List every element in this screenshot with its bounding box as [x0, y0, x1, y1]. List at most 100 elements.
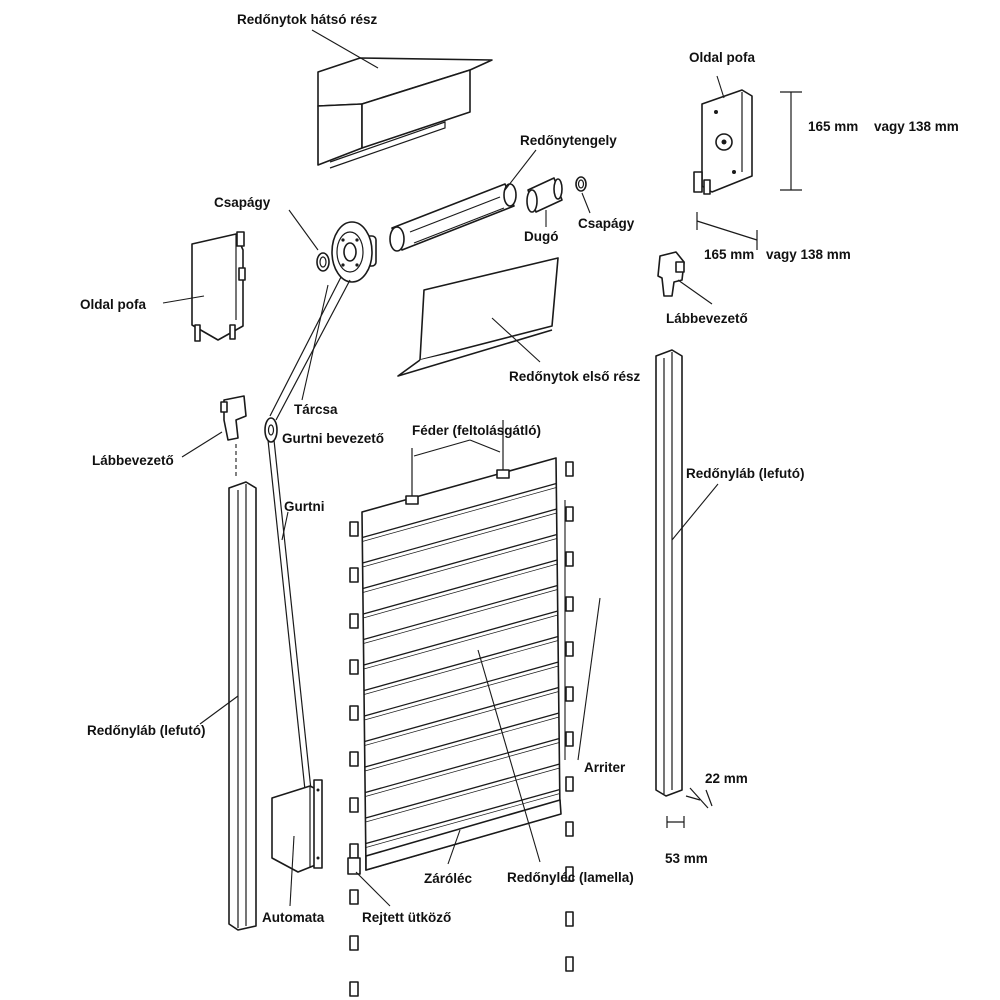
label-right-cap: Oldal pofa	[689, 50, 755, 65]
slat-line	[364, 716, 560, 772]
slat-line	[362, 482, 557, 539]
end-clip	[565, 596, 574, 612]
slat-line	[363, 614, 558, 670]
slat-line	[362, 538, 557, 593]
label-right-bearing: Csapágy	[578, 216, 635, 231]
slat-line	[365, 793, 560, 848]
slat-lines	[362, 482, 561, 848]
end-clip	[349, 521, 359, 537]
dim-height-b: vagy 138 mm	[874, 119, 959, 134]
slat-line	[363, 589, 558, 644]
leader-left-foot-guide	[181, 431, 223, 458]
left-side-cap	[191, 231, 246, 342]
slat-curtain	[347, 420, 574, 997]
end-clip	[349, 613, 359, 629]
slat-line	[365, 763, 560, 819]
right-side-cap	[693, 89, 753, 195]
leader-zarolec	[447, 829, 461, 865]
rail-depth-dimension	[666, 816, 685, 828]
slat-line	[365, 788, 561, 845]
right-rail	[655, 349, 683, 797]
label-strap-guide: Gurtni bevezető	[282, 431, 384, 446]
end-clip	[565, 911, 574, 927]
label-left-rail: Redőnyláb (lefutó)	[87, 723, 206, 738]
slat-line	[363, 584, 558, 641]
leader-front-box	[491, 317, 541, 363]
dim-rail-depth: 53 mm	[665, 851, 708, 866]
label-strap: Gurtni	[284, 499, 325, 514]
anti-lift-springs	[405, 420, 510, 505]
leader-right-cap	[716, 75, 725, 99]
slat-line	[363, 610, 558, 666]
slat-line	[364, 661, 559, 717]
rear-box-part	[317, 57, 493, 169]
clip-row-right	[565, 461, 574, 972]
leader-arriter-2	[577, 597, 601, 761]
end-clip	[349, 705, 359, 721]
label-right-rail: Redőnyláb (lefutó)	[686, 466, 805, 481]
end-clip	[565, 686, 574, 702]
label-hidden-stop: Rejtett ütköző	[362, 910, 451, 925]
height-dimension	[780, 91, 802, 191]
end-clip	[349, 751, 359, 767]
slat-line	[362, 512, 557, 568]
slat-line	[365, 767, 560, 823]
pulley-disc	[331, 221, 377, 283]
shaft-plug	[526, 177, 563, 213]
strap-guide	[264, 417, 278, 443]
leader-right-rail	[671, 483, 719, 541]
leader-left-cap	[162, 295, 205, 304]
leader-right-bearing	[581, 192, 591, 214]
end-clip	[565, 776, 574, 792]
leader-left-bearing	[288, 209, 319, 251]
leader-left-rail	[199, 695, 239, 725]
label-automata: Automata	[262, 910, 325, 925]
end-clip	[349, 889, 359, 905]
slat-line	[364, 691, 559, 746]
end-clip	[349, 981, 359, 997]
leader-right-foot-guide	[677, 279, 713, 305]
dim-depth-a: 165 mm	[704, 247, 754, 262]
end-clip	[349, 567, 359, 583]
label-lamella: Redőnyléc (lamella)	[507, 870, 634, 885]
end-clip	[349, 659, 359, 675]
slat-line	[364, 686, 559, 743]
dim-height-a: 165 mm	[808, 119, 858, 134]
left-rail	[228, 481, 257, 931]
end-clip	[565, 731, 574, 747]
slat-line	[365, 737, 560, 794]
slat-line	[363, 559, 558, 615]
label-right-foot-guide: Lábbevezető	[666, 311, 748, 326]
label-left-cap: Oldal pofa	[80, 297, 146, 312]
end-clip	[565, 821, 574, 837]
slat-line	[362, 508, 557, 564]
depth-dimension	[696, 212, 758, 250]
label-bottom-bar: Záróléc	[424, 871, 473, 886]
leader-lamella	[477, 649, 541, 863]
end-clip	[565, 956, 574, 972]
label-spring: Féder (feltolásgátló)	[412, 423, 541, 438]
leader-automata	[289, 835, 295, 907]
leader-rear-box	[311, 29, 379, 69]
label-front-box: Redőnytok első rész	[509, 369, 641, 384]
end-clip	[565, 641, 574, 657]
dim-rail-width: 22 mm	[705, 771, 748, 786]
dim-depth-b: vagy 138 mm	[766, 247, 851, 262]
label-rear-box: Redőnytok hátsó rész	[237, 12, 378, 27]
strap	[267, 276, 351, 791]
slat-line	[363, 635, 559, 692]
label-left-bearing: Csapágy	[214, 195, 271, 210]
slat-line	[364, 665, 559, 721]
label-arriter: Arriter	[584, 760, 626, 775]
right-bearing	[575, 176, 587, 192]
end-clip	[565, 506, 574, 522]
slat-line	[362, 487, 557, 542]
front-box-part	[397, 257, 559, 377]
label-left-foot-guide: Lábbevezető	[92, 453, 174, 468]
end-clip	[565, 551, 574, 567]
slat-line	[365, 742, 560, 797]
right-foot-guide	[657, 251, 685, 297]
label-plug: Dugó	[524, 229, 559, 244]
left-foot-guide	[220, 395, 247, 441]
